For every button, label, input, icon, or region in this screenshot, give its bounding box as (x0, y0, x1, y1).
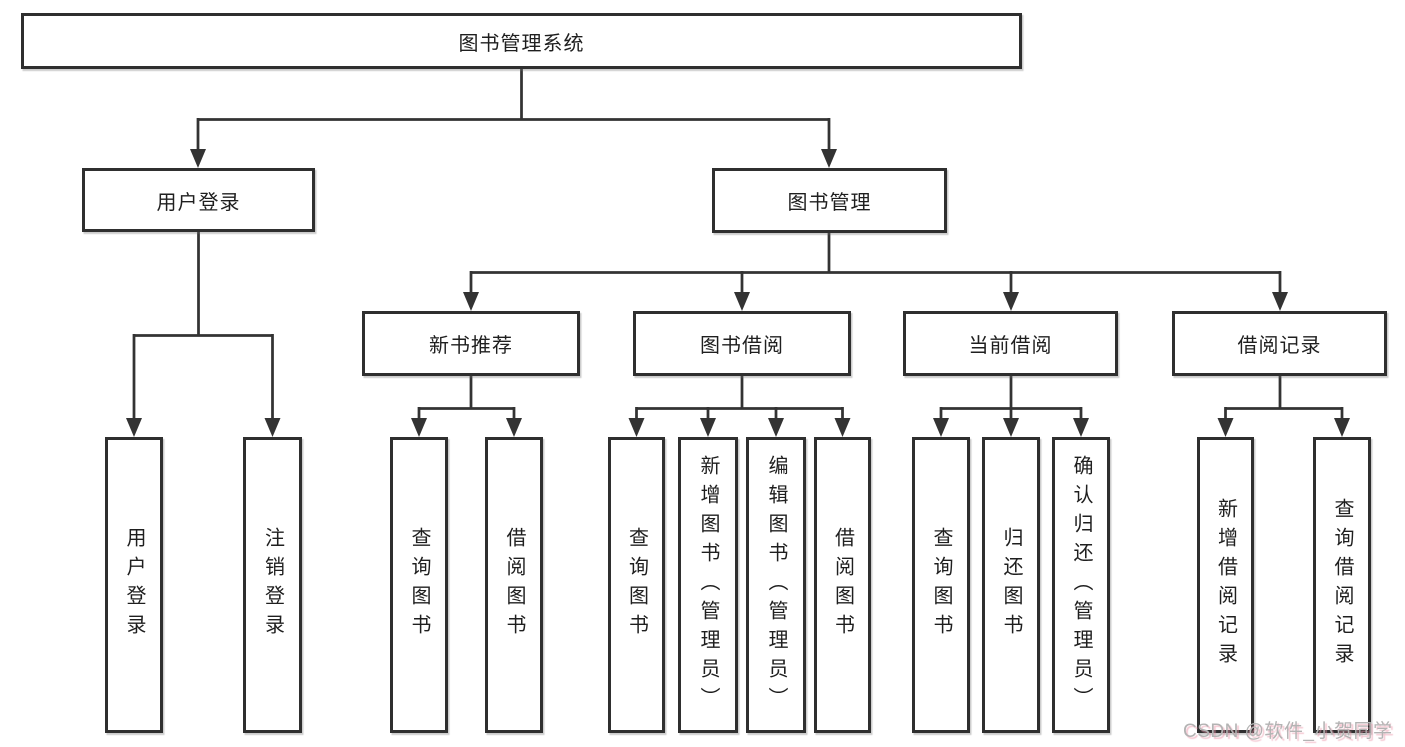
leaf-borrow-book: 借阅图书 (814, 437, 871, 733)
node-current-borrowing: 当前借阅 (903, 311, 1118, 376)
node-user-login: 用户登录 (82, 168, 315, 232)
leaf-add-borrow-record: 新增借阅记录 (1197, 437, 1254, 733)
leaf-query-book-recommendation: 查询图书 (390, 437, 448, 733)
node-book-borrowing: 图书借阅 (633, 311, 851, 376)
node-new-book-recommendation: 新书推荐 (362, 311, 580, 376)
node-book-management: 图书管理 (712, 168, 947, 233)
leaf-logout: 注销登录 (243, 437, 302, 733)
node-library-management-system: 图书管理系统 (21, 13, 1022, 69)
leaf-query-borrow-record: 查询借阅记录 (1313, 437, 1371, 733)
leaf-edit-book-admin: 编辑图书（管理员） (746, 437, 806, 733)
arrowheads (126, 149, 1350, 437)
leaf-confirm-return-admin: 确认归还（管理员） (1052, 437, 1110, 733)
leaf-query-book-borrowing: 查询图书 (608, 437, 665, 733)
leaf-query-book-current: 查询图书 (912, 437, 970, 733)
node-borrowing-records: 借阅记录 (1172, 311, 1387, 376)
leaf-borrow-book-recommendation: 借阅图书 (485, 437, 543, 733)
leaf-add-book-admin: 新增图书（管理员） (678, 437, 738, 733)
leaf-user-login: 用户登录 (105, 437, 163, 733)
leaf-return-book: 归还图书 (982, 437, 1040, 733)
csdn-watermark: CSDN @软件_小贺同学 (1183, 721, 1393, 742)
